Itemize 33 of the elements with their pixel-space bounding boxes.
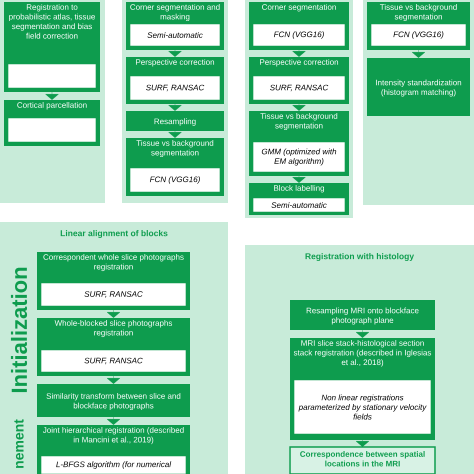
method-box: FCN (VGG16) <box>252 24 346 46</box>
result-box: Correspondence between spatial locations in the MRI <box>289 446 436 474</box>
arrow <box>356 330 370 338</box>
arrow <box>106 416 120 425</box>
arrow <box>168 50 182 57</box>
method-box <box>8 118 96 142</box>
method-box: Semi-automatic <box>130 24 220 46</box>
arrow <box>292 104 306 111</box>
method-box <box>8 64 96 88</box>
method-box: GMM (optimized with EM algorithm) <box>252 142 346 172</box>
method-box: Semi-automatic <box>252 198 346 212</box>
step-box: Resampling MRI onto blockface photograph plane <box>290 300 435 330</box>
method-box: Non linear registrations parameterized by stationary velocity fields <box>294 380 432 434</box>
method-box: SURF, RANSAC <box>130 76 220 100</box>
arrow <box>412 50 426 58</box>
arrow <box>106 310 120 318</box>
method-box: SURF, RANSAC <box>40 282 186 306</box>
arrow <box>168 104 182 111</box>
method-box: SURF, RANSAC <box>40 350 186 372</box>
arrow <box>106 376 120 384</box>
step-box: Similarity transform between slice and blockface photographs <box>37 384 190 417</box>
method-box: SURF, RANSAC <box>252 76 346 100</box>
arrow <box>292 176 306 183</box>
arrow <box>292 50 306 57</box>
method-box: FCN (VGG16) <box>130 168 220 192</box>
step-box: Intensity standardization (histogram matching) <box>367 58 470 116</box>
arrow <box>168 130 182 138</box>
method-box: FCN (VGG16) <box>370 24 466 46</box>
method-box: L-BFGS algorithm (for numerical <box>40 456 186 474</box>
arrow <box>356 440 370 447</box>
vertical-label: Initialization <box>10 268 28 392</box>
arrow <box>45 92 59 100</box>
vertical-label: nement <box>14 419 24 468</box>
